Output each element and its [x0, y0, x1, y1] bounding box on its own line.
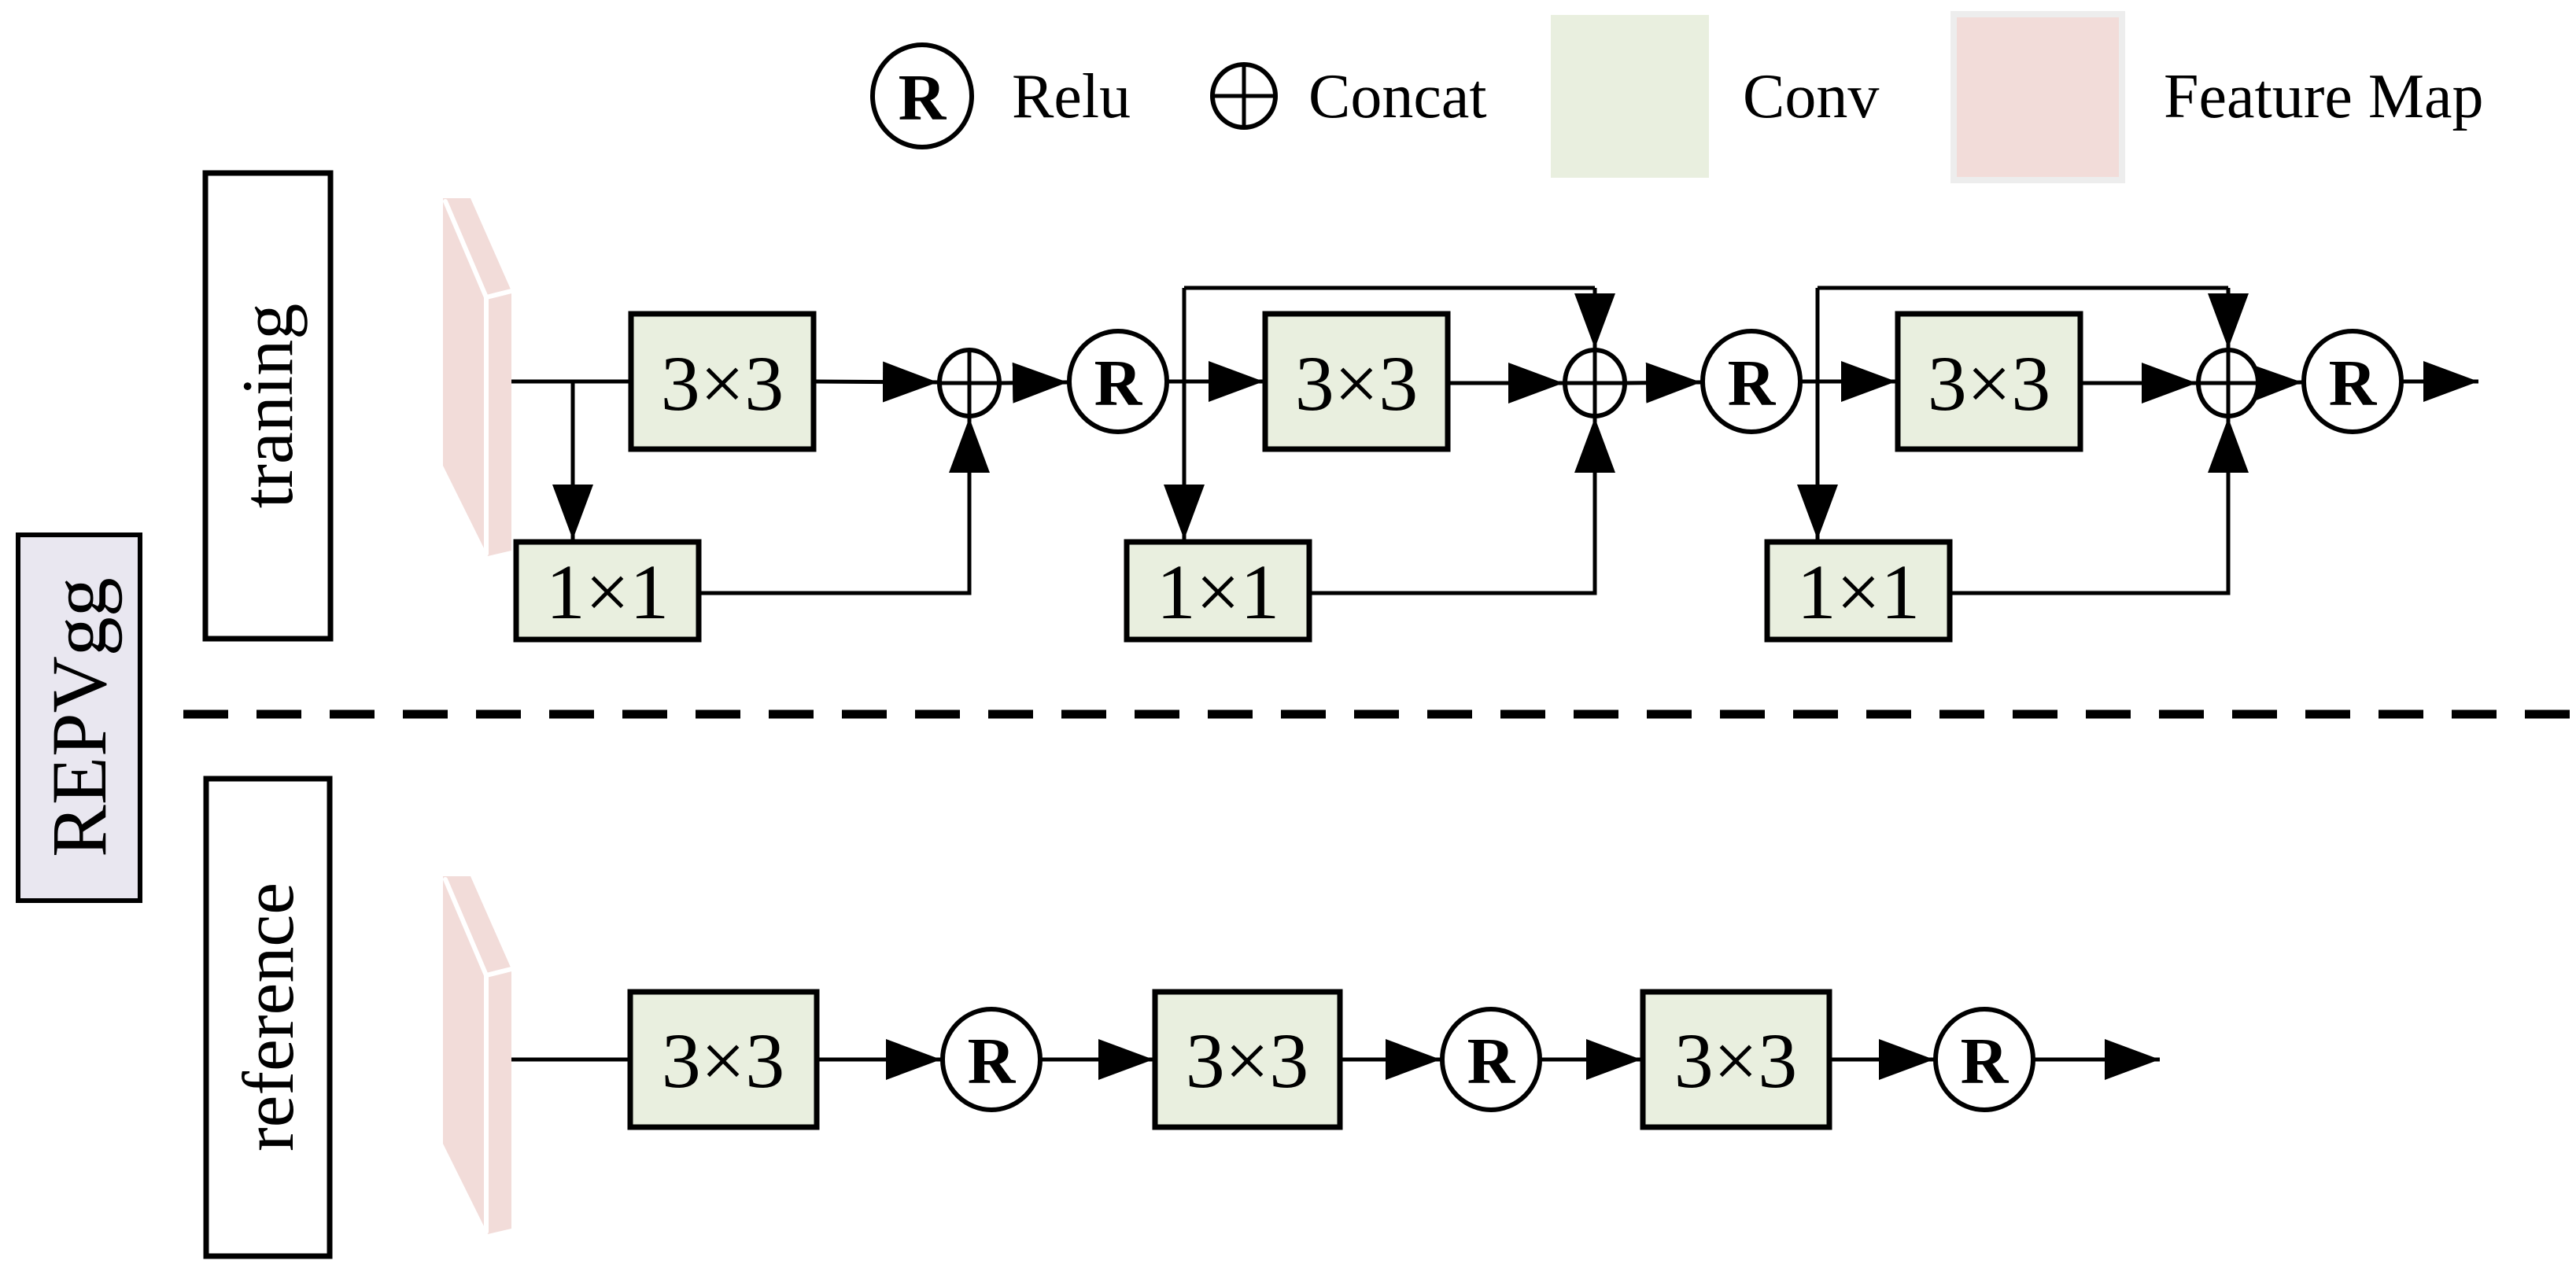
conv3x3-label: 3×3 — [1186, 1017, 1308, 1104]
conv3x3-box — [628, 311, 817, 452]
relu-icon — [1067, 329, 1169, 434]
relu-label: R — [1728, 347, 1777, 420]
relu-label: R — [1961, 1025, 2010, 1098]
conv3x3-label: 3×3 — [661, 340, 784, 427]
relu-node: R — [1067, 329, 1169, 434]
relu-label: R — [1094, 347, 1143, 420]
wire-conv1x1-to-concat-2 — [1309, 418, 1615, 595]
training-label-rect — [202, 170, 334, 642]
legend-relu-label: Relu — [1012, 62, 1131, 131]
concat-node — [937, 348, 1002, 418]
training-row: 3×3 3×3 3×3 1×1 1×1 1×1 R — [443, 198, 2478, 643]
row-label-reference: reference — [203, 776, 333, 1259]
relu-label: R — [2329, 347, 2378, 420]
relu-node: R — [1700, 329, 1803, 434]
relu-label: R — [968, 1025, 1017, 1098]
conv1x1-label: 1×1 — [1157, 548, 1279, 636]
legend-conv: Conv — [1551, 15, 1879, 178]
reference-feature-map — [443, 876, 514, 1234]
legend-relu: R Relu — [870, 42, 1131, 149]
conv-swatch — [1551, 15, 1709, 178]
legend-concat: Concat — [1210, 62, 1487, 131]
training-feature-map — [443, 198, 514, 556]
legend-conv-label: Conv — [1743, 62, 1879, 131]
feature-map-slab — [443, 876, 511, 1234]
conv3x3-label: 3×3 — [662, 1017, 784, 1104]
model-label-rect — [16, 533, 142, 903]
model-label-box: REPVgg — [16, 533, 142, 903]
feature-map-facet-line — [484, 289, 514, 300]
reference-label-rect — [203, 776, 333, 1259]
legend-concat-label: Concat — [1308, 62, 1487, 131]
relu-node: R — [2301, 329, 2404, 434]
relu-icon — [940, 1007, 1043, 1112]
conv1x1-box — [513, 539, 702, 643]
row-label-training: traning — [202, 170, 334, 642]
relu-node: R — [940, 1007, 1043, 1112]
legend-relu-symbol: R — [899, 61, 947, 135]
relu-icon — [870, 42, 974, 149]
training-label-text: traning — [227, 304, 308, 509]
conv3x3-label: 3×3 — [1674, 1017, 1797, 1104]
wire-conv-to-concat-1 — [813, 361, 939, 403]
wire-concat-to-relu-3 — [2246, 363, 2303, 404]
conv3x3-box — [1895, 311, 2083, 452]
relu-icon — [2301, 329, 2404, 434]
feature-map-swatch — [1957, 17, 2119, 177]
conv1x1-box — [1124, 539, 1312, 643]
relu-icon — [1700, 329, 1803, 434]
conv3x3-box — [1152, 989, 1343, 1130]
wire-conv1x1-to-concat-3 — [1950, 418, 2249, 595]
conv3x3-box — [1262, 311, 1451, 452]
conv1x1-label: 1×1 — [546, 548, 669, 636]
conv3x3-label: 3×3 — [1928, 340, 2050, 427]
conv3x3-label: 3×3 — [1295, 340, 1418, 427]
model-label-text: REPVgg — [35, 577, 123, 857]
relu-icon — [1440, 1007, 1542, 1112]
legend-feature-map: Feature Map — [1950, 11, 2484, 183]
concat-node — [1563, 348, 1627, 418]
conv3x3-box — [1640, 989, 1832, 1130]
legend: R Relu Concat Conv Feature Map — [870, 11, 2484, 183]
relu-label: R — [1467, 1025, 1516, 1098]
wire-concat-to-relu-1 — [998, 362, 1068, 404]
legend-feature-map-label: Feature Map — [2164, 62, 2484, 131]
wire-conv1x1-to-concat-1 — [699, 418, 990, 595]
feature-map-facet-line — [484, 967, 514, 978]
feature-map-slab — [443, 198, 511, 556]
relu-node: R — [1933, 1007, 2035, 1112]
relu-node: R — [1440, 1007, 1542, 1112]
conv1x1-box — [1764, 539, 1953, 643]
conv3x3-box — [627, 989, 820, 1130]
wire-concat-to-relu-2 — [1624, 362, 1702, 404]
reference-label-text: reference — [228, 883, 308, 1152]
conv1x1-label: 1×1 — [1797, 548, 1920, 636]
concat-node — [2196, 348, 2260, 418]
reference-row: 3×3 3×3 3×3 R R R — [443, 876, 2160, 1234]
relu-icon — [1933, 1007, 2035, 1112]
